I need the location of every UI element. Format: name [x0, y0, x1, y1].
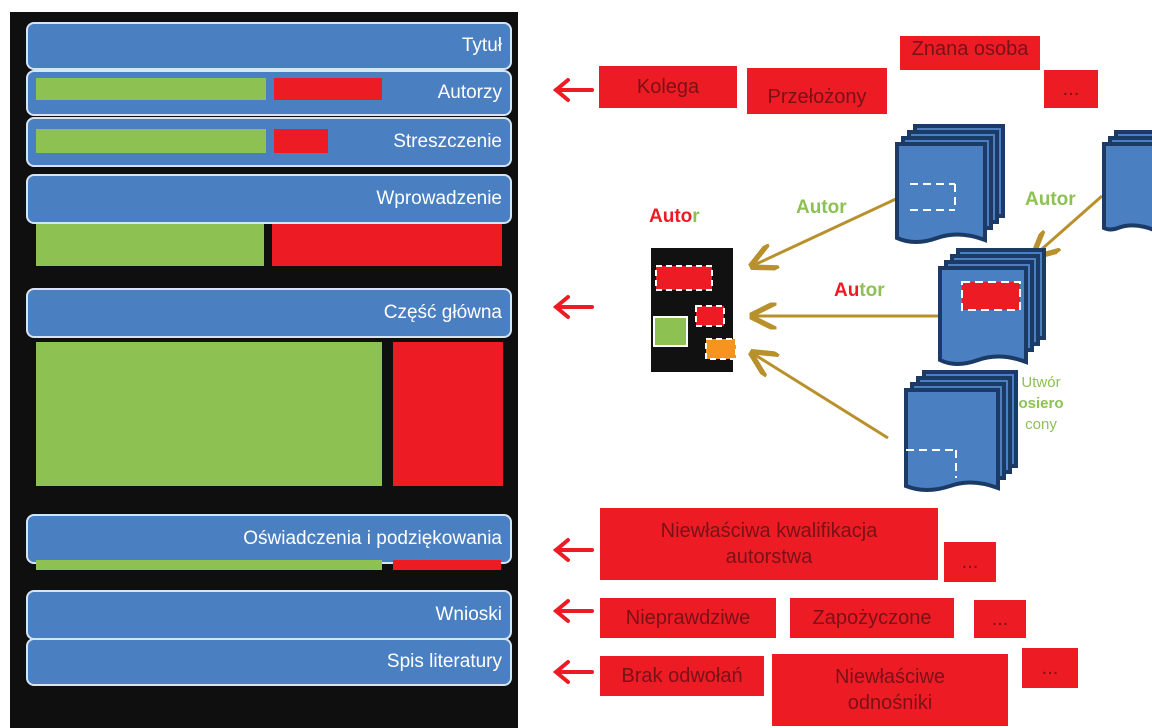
- author-label-red: Auto: [649, 206, 693, 227]
- orphan-work-line-1: Utwór: [1021, 374, 1061, 391]
- section-authors: Autorzy: [26, 70, 512, 116]
- tag-supervisor: Przełożony: [747, 68, 887, 114]
- tag-improper-references: Niewłaściwe odnośniki: [772, 654, 1008, 726]
- section-main-part: Część główna: [26, 288, 512, 338]
- tag-colleague: Kolega: [599, 66, 737, 108]
- authors-red-bar: [274, 78, 382, 100]
- section-title-label: Tytuł: [461, 35, 502, 56]
- orphan-work-line-2: osiero: [1018, 395, 1064, 412]
- authors-green-bar: [36, 78, 266, 100]
- tag-missing-references: Brak odwołań: [600, 656, 764, 696]
- arrow-from-document-2: [1034, 194, 1103, 256]
- introduction-green-bar: [36, 224, 264, 266]
- arrow-left-icon-authors: [552, 78, 594, 102]
- orphan-work-line-3: cony: [1025, 416, 1057, 433]
- arrow-left-icon-main-part: [552, 295, 594, 319]
- arrow-left-icon-conclusions: [552, 599, 594, 623]
- introduction-red-bar: [272, 224, 502, 266]
- tag-known-person: Znana osoba: [900, 36, 1040, 70]
- tag-untrue: Nieprawdziwe: [600, 598, 776, 638]
- paper-structure-panel: Tytuł Autorzy Streszczenie Wprowadzenie …: [10, 12, 518, 728]
- main-part-green-block: [36, 342, 382, 486]
- section-introduction-label: Wprowadzenie: [376, 188, 502, 209]
- section-acknowledgements-label: Oświadczenia i podziękowania: [243, 528, 502, 549]
- acknowledgements-green-bar: [36, 560, 382, 570]
- abstract-red-bar: [274, 129, 328, 153]
- section-introduction: Wprowadzenie: [26, 174, 512, 224]
- section-conclusions-label: Wnioski: [435, 604, 502, 625]
- section-acknowledgements: Oświadczenia i podziękowania: [26, 514, 512, 564]
- section-title: Tytuł: [26, 22, 512, 70]
- arrow-left-icon-references: [552, 660, 594, 684]
- tag-borrowed: Zapożyczone: [790, 598, 954, 638]
- tag-more-conclusions: ...: [974, 600, 1026, 638]
- mixed-author-label-red: Au: [834, 280, 860, 301]
- arrow-from-document-1: [752, 196, 899, 266]
- tag-more-authorship: ...: [944, 542, 996, 582]
- section-references-label: Spis literatury: [386, 651, 502, 672]
- document-stack-icon-3: [938, 248, 1046, 366]
- document-stack-icon-4: [904, 370, 1018, 492]
- acknowledgements-red-bar: [393, 560, 501, 570]
- tag-more-authors: ...: [1044, 70, 1098, 108]
- source-author-label-2: Autor: [1025, 189, 1076, 210]
- orphan-work-label: Utwór osiero cony: [1018, 372, 1064, 435]
- document-stack-icon-2: [1102, 130, 1152, 232]
- arrow-left-icon-acknowledgements: [552, 538, 594, 562]
- section-main-part-label: Część główna: [383, 302, 502, 323]
- section-references: Spis literatury: [26, 638, 512, 686]
- tag-misqualified-authorship: Niewłaściwa kwalifikacja autorstwa: [600, 508, 938, 580]
- author-label-green: r: [692, 206, 700, 227]
- source-author-label-1: Autor: [796, 197, 847, 218]
- author-label: Autor: [649, 206, 700, 228]
- main-part-red-block: [393, 342, 503, 486]
- section-abstract-label: Streszczenie: [393, 131, 502, 152]
- document-stack-icon-1: [895, 124, 1005, 244]
- section-authors-label: Autorzy: [437, 82, 502, 103]
- tag-more-references: ...: [1022, 648, 1078, 688]
- mixed-author-label: Autor: [834, 280, 885, 302]
- mixed-author-label-green: tor: [859, 280, 885, 301]
- author-document-thumbnail: [646, 243, 738, 376]
- arrow-from-document-4: [752, 353, 889, 440]
- abstract-green-bar: [36, 129, 266, 153]
